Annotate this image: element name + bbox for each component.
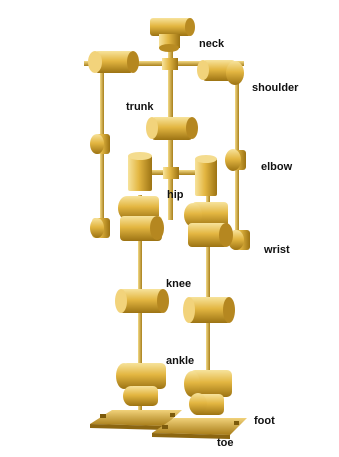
left-upper-leg-joint: [118, 196, 164, 241]
trunk-joint: [146, 117, 198, 140]
shoulder-hub: [162, 58, 178, 70]
left-knee-joint: [115, 289, 169, 313]
neck-joint: [150, 18, 195, 52]
left-ankle-joint: [116, 363, 166, 406]
label-neck: neck: [199, 38, 225, 50]
label-wrist: wrist: [263, 244, 290, 256]
label-hip: hip: [167, 189, 184, 201]
left-shoulder-joint: [88, 51, 139, 73]
label-shoulder: shoulder: [252, 82, 299, 94]
label-knee: knee: [166, 278, 191, 290]
left-elbow-joint: [90, 134, 110, 154]
left-hip-joint: [128, 152, 152, 191]
right-hip-joint: [195, 155, 217, 196]
right-upper-leg-joint: [184, 202, 233, 247]
label-foot: foot: [254, 415, 275, 427]
right-shoulder-joint: [197, 60, 244, 85]
right-elbow-joint: [225, 149, 246, 171]
label-ankle: ankle: [166, 355, 194, 367]
label-elbow: elbow: [261, 161, 293, 173]
right-knee-joint: [183, 297, 235, 323]
right-ankle-joint: [184, 370, 232, 415]
label-trunk: trunk: [126, 101, 154, 113]
hip-hub: [163, 167, 179, 179]
label-toe: toe: [217, 437, 234, 449]
left-wrist-joint: [90, 218, 110, 238]
